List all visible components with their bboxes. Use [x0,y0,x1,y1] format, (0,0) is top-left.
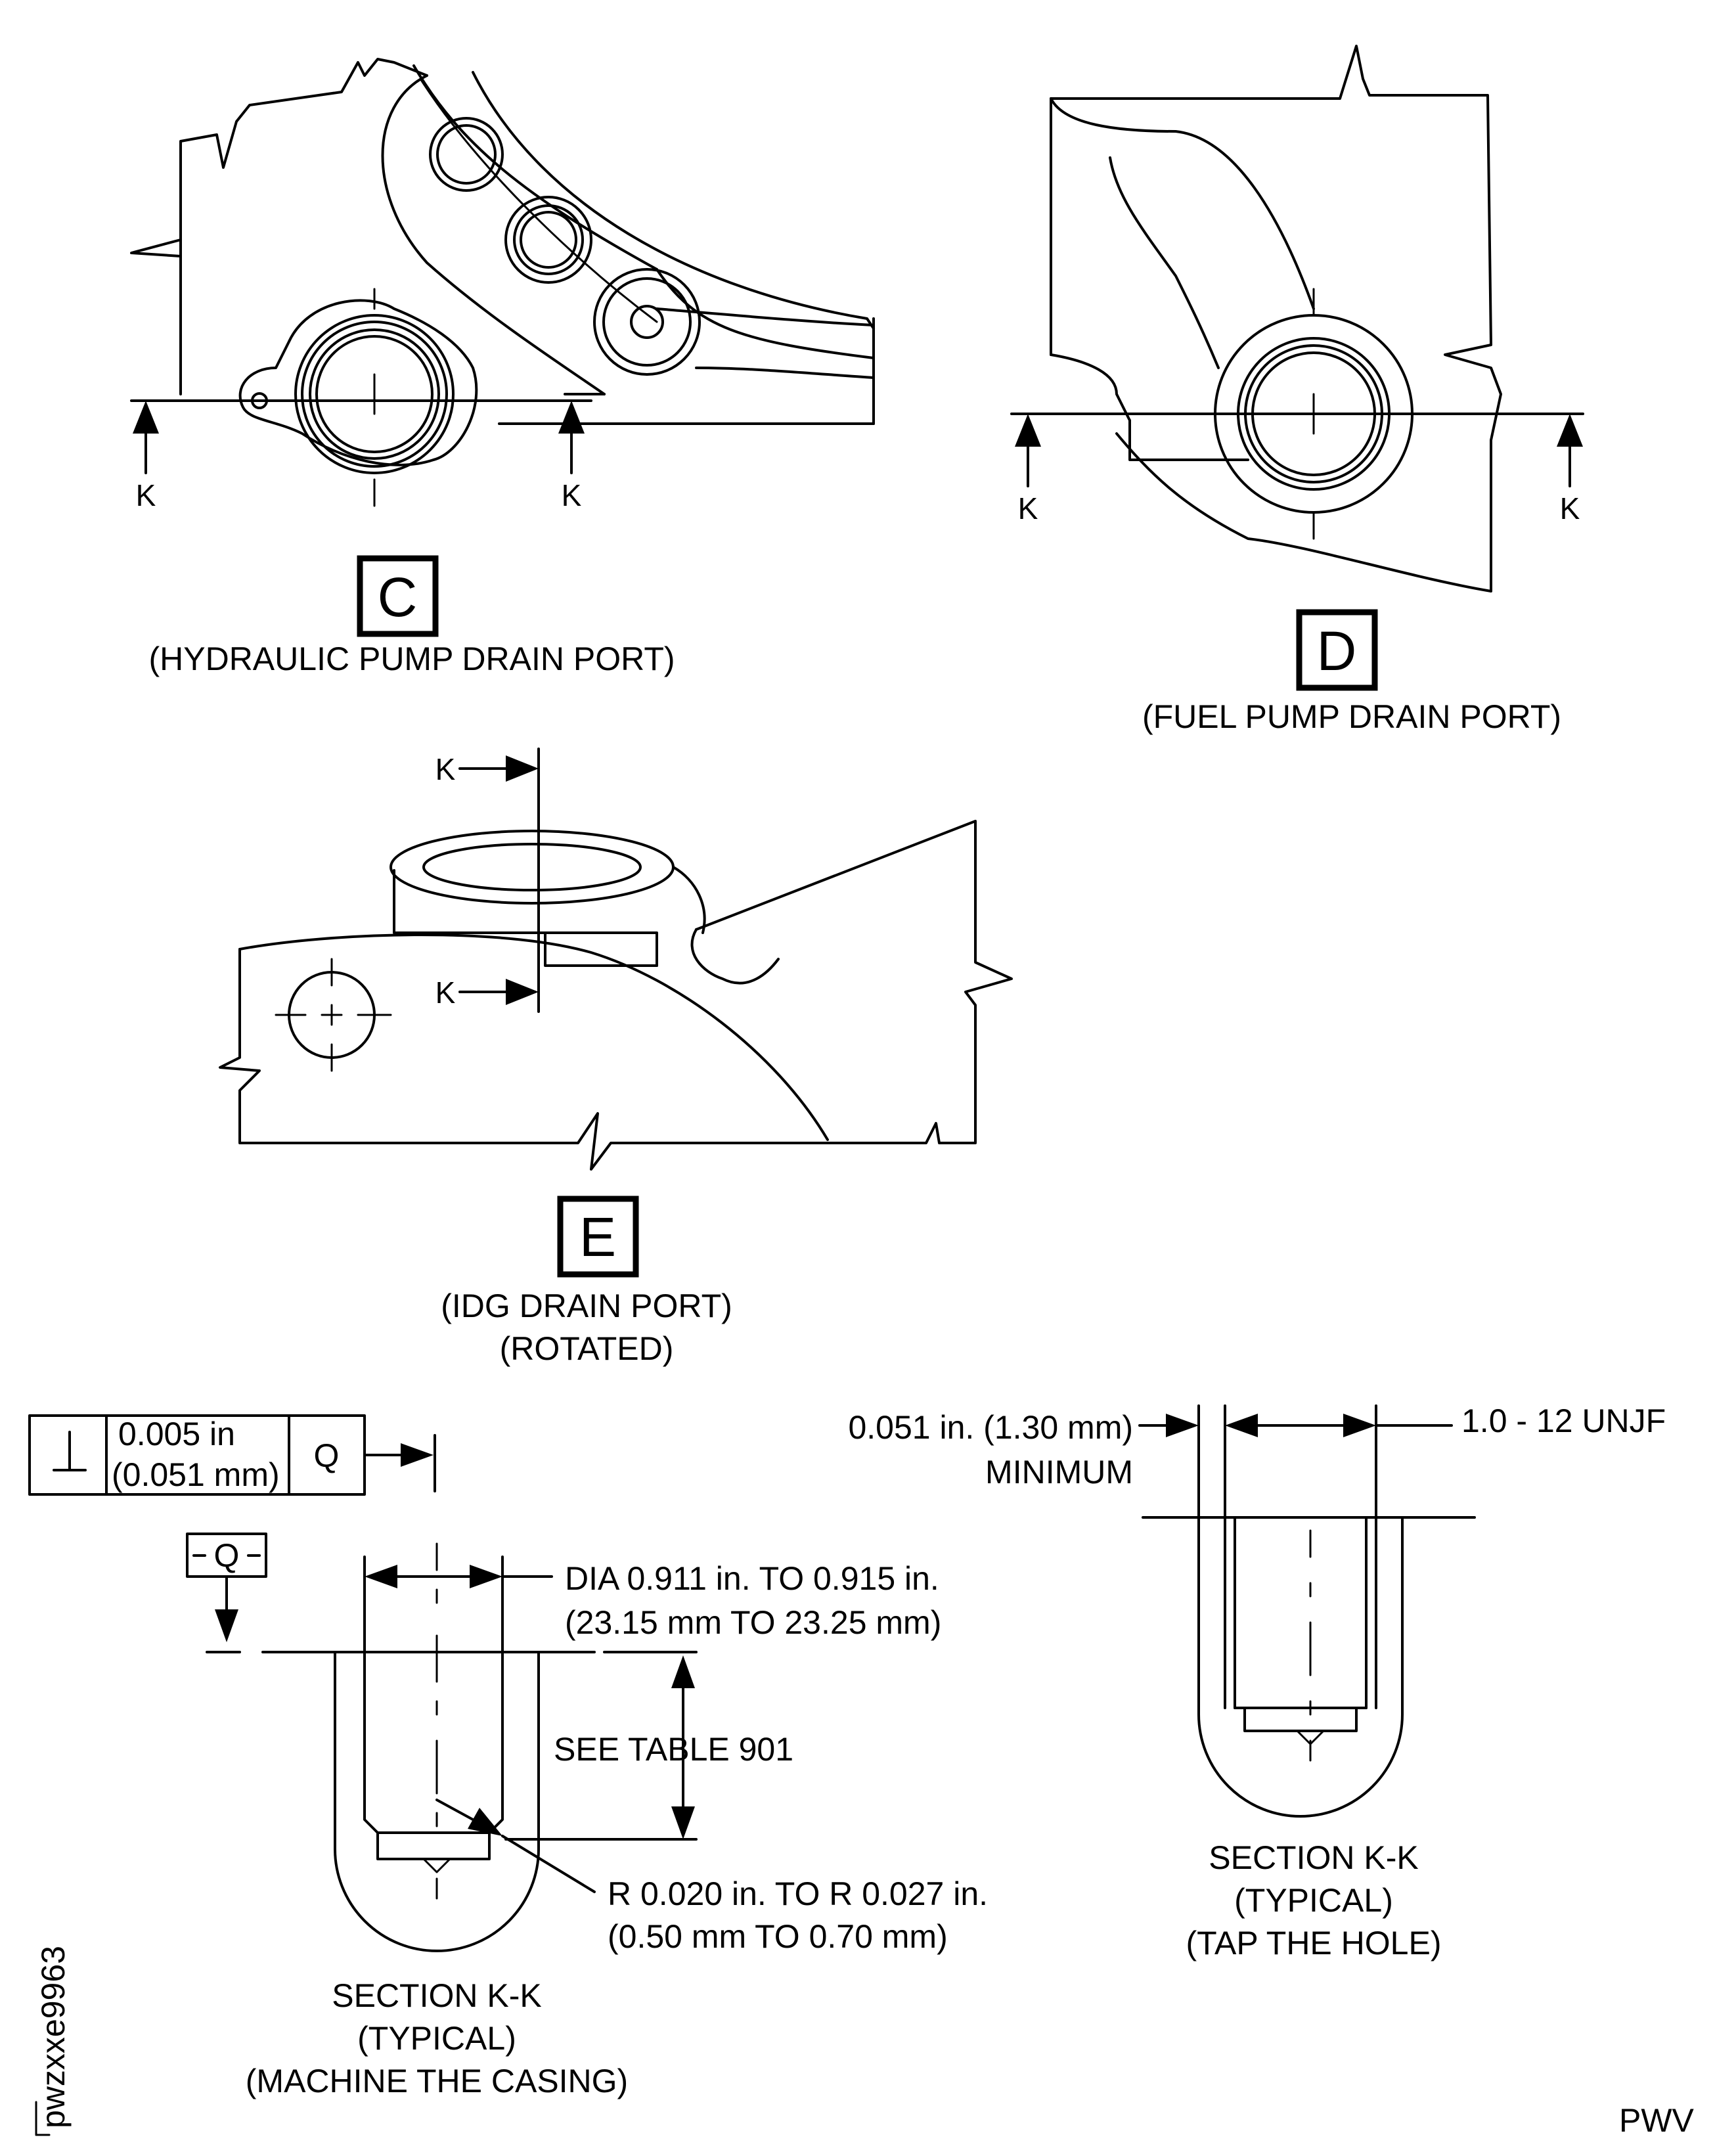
depth-note: SEE TABLE 901 [554,1731,793,1768]
min-wall-callout-line1: 0.051 in. (1.30 mm) [848,1409,1133,1446]
view-c: K K C (HYDRAULIC PUMP DRAIN PORT) [130,58,875,677]
section-machine-title-line3: (MACHINE THE CASING) [246,2063,628,2099]
figure-id: pwzxxe9963 [35,1946,72,2128]
section-tap-title-line2: (TYPICAL) [1234,1882,1393,1919]
view-c-section-mark-right: K [562,478,582,512]
section-tap-title-line3: (TAP THE HOLE) [1186,1925,1442,1961]
view-d-section-line [1010,413,1584,487]
view-d-letter-box [1296,609,1378,691]
machined-hole-section [206,1542,698,1952]
datum-q-label: Q [214,1537,240,1574]
section-machine-casing: ⊥ 0.005 in (0.051 mm) Q Q [28,1414,988,2099]
view-e-section-mark-top: K [435,752,456,786]
view-e: K K E (IDG DRAIN PORT) (ROTATED) [219,748,1013,1367]
view-e-caption-line1: (IDG DRAIN PORT) [441,1288,732,1324]
view-e-side-hole [275,958,392,1072]
view-d-casing-outline [1050,45,1502,593]
fcf-tolerance-line2: (0.051 mm) [112,1456,280,1493]
view-d: K K D (FUEL PUMP DRAIN PORT) [1010,45,1584,735]
view-d-section-mark-left: K [1018,491,1038,526]
view-e-section-mark-bottom: K [435,975,456,1010]
thread-callout: 1.0 - 12 UNJF [1461,1402,1666,1439]
view-d-section-mark-right: K [1560,491,1580,526]
view-e-letter-box [557,1196,639,1278]
view-c-main-port [251,288,455,507]
fcf-perpendicularity-symbol: ⊥ [55,1442,84,1479]
view-c-letter: C [378,566,418,628]
section-machine-title-line2: (TYPICAL) [357,2020,516,2057]
view-e-letter: E [579,1206,616,1268]
min-wall-callout-line2: MINIMUM [985,1454,1133,1490]
fcf-datum: Q [314,1437,340,1474]
section-tap-title-line1: SECTION K-K [1209,1839,1418,1876]
view-e-boss [389,830,706,967]
radius-callout-line1: R 0.020 in. TO R 0.027 in. [608,1875,988,1912]
view-c-casing-outline [130,58,875,466]
datum-q-symbol [186,1533,267,1642]
view-c-section-line [130,399,592,474]
view-e-caption-line2: (ROTATED) [500,1330,674,1367]
view-d-caption: (FUEL PUMP DRAIN PORT) [1142,698,1561,735]
footer-code: PWV [1619,2102,1695,2139]
dia-callout-line2: (23.15 mm TO 23.25 mm) [565,1604,941,1641]
radius-callout-line2: (0.50 mm TO 0.70 mm) [608,1918,948,1955]
figure-id-marker [35,2101,51,2136]
view-c-letter-box [357,555,439,637]
view-c-caption: (HYDRAULIC PUMP DRAIN PORT) [148,640,675,677]
view-e-casing-outline [219,820,1013,1171]
section-machine-title-line1: SECTION K-K [332,1977,541,2014]
dia-callout-line1: DIA 0.911 in. TO 0.915 in. [565,1560,939,1597]
view-c-boss-holes [419,78,701,376]
view-d-letter: D [1317,620,1357,682]
view-c-section-mark-left: K [136,478,156,512]
view-e-section-line [458,748,540,1013]
feature-control-frame [28,1414,436,1496]
section-tap-hole: 0.051 in. (1.30 mm) MINIMUM 1.0 - 12 UNJ… [848,1402,1666,1961]
fcf-tolerance-line1: 0.005 in [118,1416,235,1452]
tapped-hole-section [1138,1404,1476,1818]
